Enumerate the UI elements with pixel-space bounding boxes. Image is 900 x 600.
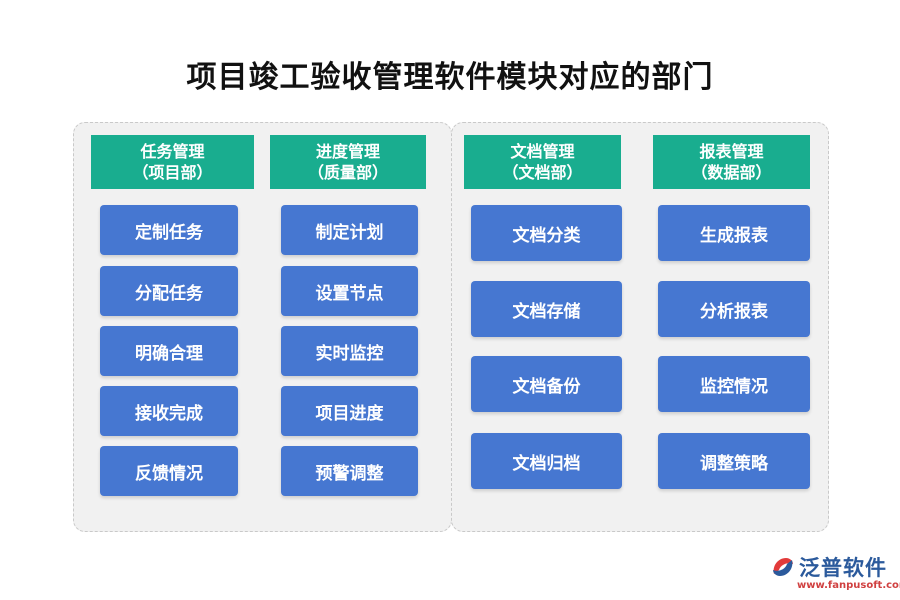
header-title: 报表管理 — [699, 142, 764, 161]
module-item: 监控情况 — [658, 356, 810, 412]
fanpu-logo-icon — [773, 558, 793, 576]
logo-name: 泛普软件 — [799, 556, 887, 580]
module-item: 调整策略 — [658, 433, 810, 489]
module-item: 分配任务 — [100, 266, 238, 316]
header-title: 文档管理 — [510, 142, 575, 161]
header-document-management: 文档管理 （文档部） — [464, 135, 621, 189]
module-item: 设置节点 — [281, 266, 418, 316]
header-department: （文档部） — [502, 163, 583, 182]
module-item: 分析报表 — [658, 281, 810, 337]
module-item: 文档存储 — [471, 281, 622, 337]
module-item: 文档归档 — [471, 433, 622, 489]
header-progress-management: 进度管理 （质量部） — [270, 135, 426, 189]
header-task-management: 任务管理 （项目部） — [91, 135, 254, 189]
module-item: 实时监控 — [281, 326, 418, 376]
module-item: 反馈情况 — [100, 446, 238, 496]
brand-logo: 泛普软件 — [770, 552, 887, 582]
header-department: （项目部） — [132, 163, 213, 182]
header-title: 进度管理 — [315, 142, 380, 161]
module-item: 文档分类 — [471, 205, 622, 261]
header-department: （数据部） — [691, 163, 772, 182]
module-item: 生成报表 — [658, 205, 810, 261]
header-report-management: 报表管理 （数据部） — [653, 135, 810, 189]
header-title: 任务管理 — [140, 142, 205, 161]
module-item: 预警调整 — [281, 446, 418, 496]
logo-url: www.fanpusoft.com — [797, 580, 900, 591]
module-item: 文档备份 — [471, 356, 622, 412]
diagram-title: 项目竣工验收管理软件模块对应的部门 — [186, 60, 714, 95]
module-item: 接收完成 — [100, 386, 238, 436]
header-department: （质量部） — [307, 163, 388, 182]
module-item: 明确合理 — [100, 326, 238, 376]
module-item: 定制任务 — [100, 205, 238, 255]
module-item: 制定计划 — [281, 205, 418, 255]
module-item: 项目进度 — [281, 386, 418, 436]
